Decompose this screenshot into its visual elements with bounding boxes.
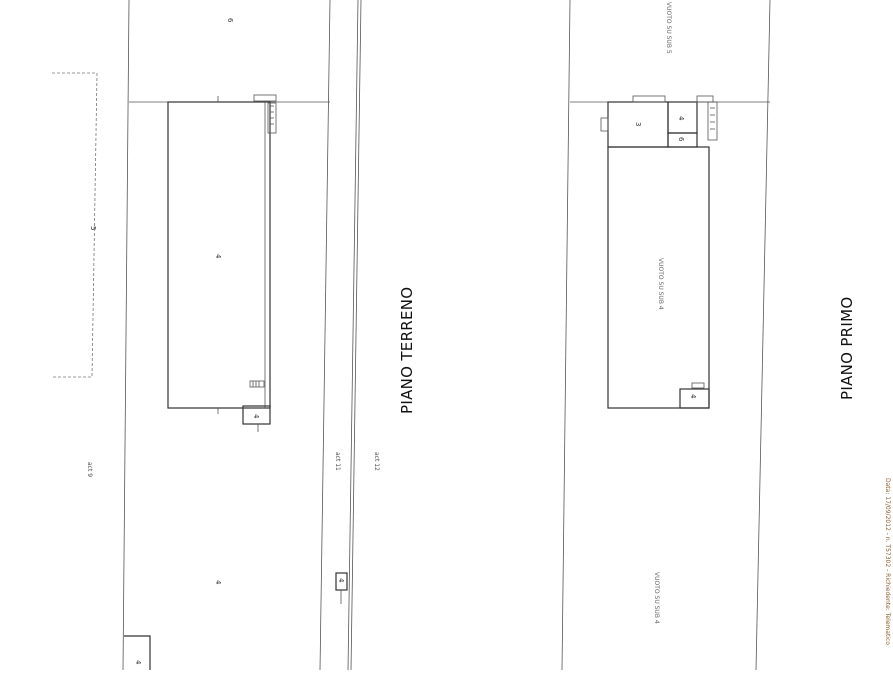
ground-dashed-area: [52, 72, 98, 378]
ground-annex-room: [242, 405, 271, 425]
ground-floor-plan: [52, 0, 362, 671]
label-sub-top-left: 6: [226, 18, 234, 23]
first-small-room: [679, 388, 710, 409]
ground-right-boundary: [319, 0, 331, 671]
first-floor-title: PIANO PRIMO: [838, 297, 856, 400]
ground-fixture: [249, 380, 265, 388]
ground-left-boundary: [122, 0, 130, 671]
ground-corner-box: [124, 635, 151, 670]
label-sub-small-right: 4: [337, 578, 345, 583]
label-sub-bottom-ground: 4: [214, 580, 222, 585]
ground-small-box: [335, 572, 348, 591]
label-void-lower: VUOTO SU SUB 4: [653, 572, 660, 624]
ground-stair-side: [267, 102, 277, 134]
label-act-right: act 12: [373, 452, 380, 471]
ground-building-outline: [167, 101, 271, 409]
label-room-6: 6: [677, 137, 685, 142]
label-act-mid: act 11: [334, 452, 341, 471]
label-sub-dashed-area: 5: [89, 226, 97, 230]
label-room-4: 4: [677, 116, 685, 121]
label-sub-small-ground: 4: [252, 414, 260, 419]
label-sub-bottom-corner: 4: [134, 660, 142, 665]
first-balcony: [632, 95, 666, 103]
label-act-left: act 9: [86, 462, 93, 477]
margin-note: Data: 17/09/2012 - n. T57302 - Richieden…: [884, 478, 891, 645]
first-left-boundary: [561, 0, 571, 671]
label-room-3: 3: [634, 122, 642, 126]
first-room-6: [667, 132, 698, 148]
road-line-left-2: [350, 0, 362, 671]
first-floor-plan: [561, 0, 771, 671]
label-first-small: 4: [689, 394, 697, 399]
ground-stair-top: [253, 94, 277, 102]
road-line-left: [347, 0, 359, 671]
label-void-main: VUOTO SU SUB 4: [657, 258, 664, 310]
first-stair: [707, 101, 718, 141]
label-sub-building-ground: 4: [214, 254, 222, 259]
first-window-left: [600, 117, 609, 132]
first-right-boundary: [755, 0, 771, 671]
label-void-top: VUOTO SU SUB 5: [665, 2, 672, 54]
ground-floor-title: PIANO TERRENO: [398, 287, 416, 414]
